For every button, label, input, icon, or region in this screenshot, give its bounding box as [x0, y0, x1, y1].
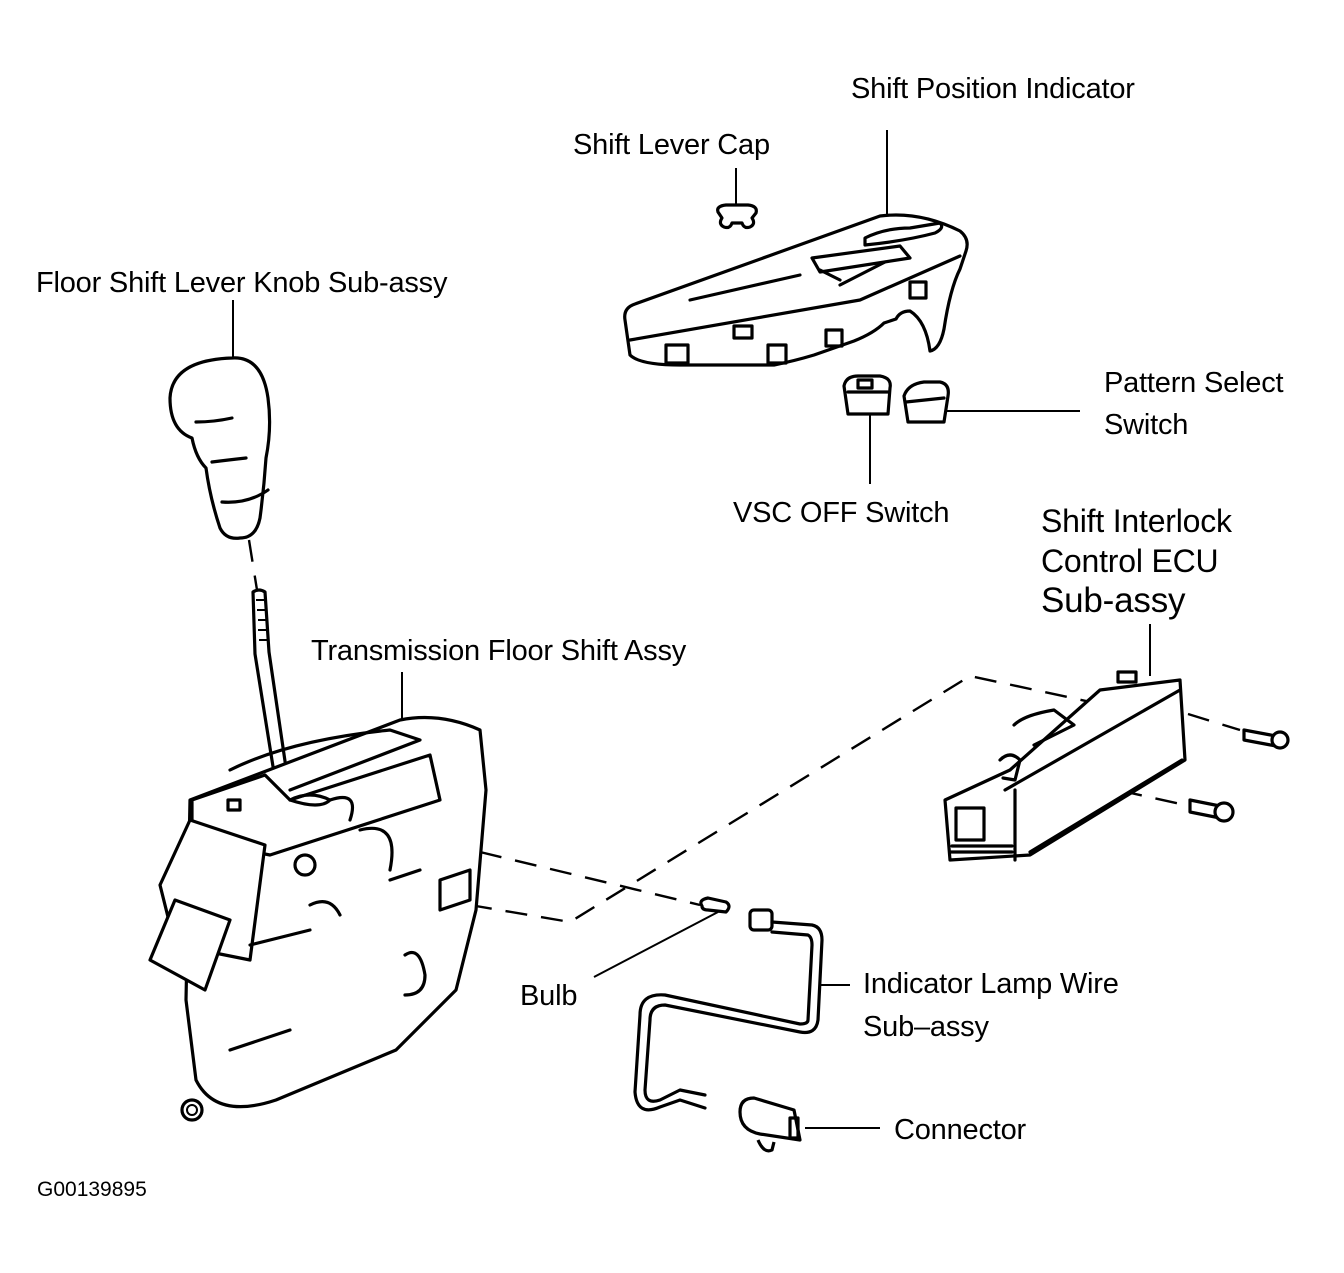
label-transmission-floor-shift-assy: Transmission Floor Shift Assy: [311, 635, 687, 667]
assembly-line-screw-top: [1187, 712, 1241, 732]
shift-position-indicator-part: [623, 213, 969, 367]
screw-bottom: [1188, 798, 1235, 823]
label-indicator-lamp-wire-line1: Indicator Lamp Wire: [863, 968, 1119, 1000]
indicator-lamp-wire-part: [633, 908, 824, 1112]
label-connector: Connector: [894, 1114, 1026, 1146]
vsc-off-switch-part: [842, 374, 892, 416]
label-shift-interlock-line1: Shift Interlock: [1041, 503, 1232, 539]
screw-top: [1242, 728, 1290, 750]
shift-lever-cap-part: [716, 203, 758, 230]
shift-interlock-ecu-part: [943, 670, 1187, 862]
transmission-floor-shift-part: [148, 588, 488, 1122]
assembly-line-screw-bottom: [1049, 773, 1186, 807]
pattern-select-switch-part: [902, 380, 950, 424]
leader-bulb: [593, 911, 719, 978]
label-floor-shift-lever-knob: Floor Shift Lever Knob Sub-assy: [36, 267, 448, 299]
figure-id: G00139895: [37, 1178, 147, 1201]
floor-shift-lever-knob-part: [168, 356, 272, 540]
assembly-line-knob-to-rod: [247, 539, 259, 591]
label-shift-interlock-line2: Control ECU: [1041, 543, 1219, 579]
label-shift-interlock-line3: Sub-assy: [1041, 581, 1186, 620]
connector-part: [738, 1096, 802, 1153]
assembly-line-shift-to-ecu-top: [479, 850, 701, 907]
label-bulb: Bulb: [520, 980, 578, 1012]
assembly-line-ecu-loop: [469, 674, 1101, 924]
label-shift-lever-cap: Shift Lever Cap: [573, 129, 770, 161]
label-pattern-select-switch-line2: Switch: [1104, 409, 1189, 441]
bulb-part: [699, 896, 731, 914]
label-shift-position-indicator: Shift Position Indicator: [851, 73, 1135, 105]
label-pattern-select-switch-line1: Pattern Select: [1104, 367, 1284, 399]
label-vsc-off-switch: VSC OFF Switch: [733, 497, 950, 529]
label-indicator-lamp-wire-line2: Sub–assy: [863, 1011, 989, 1043]
